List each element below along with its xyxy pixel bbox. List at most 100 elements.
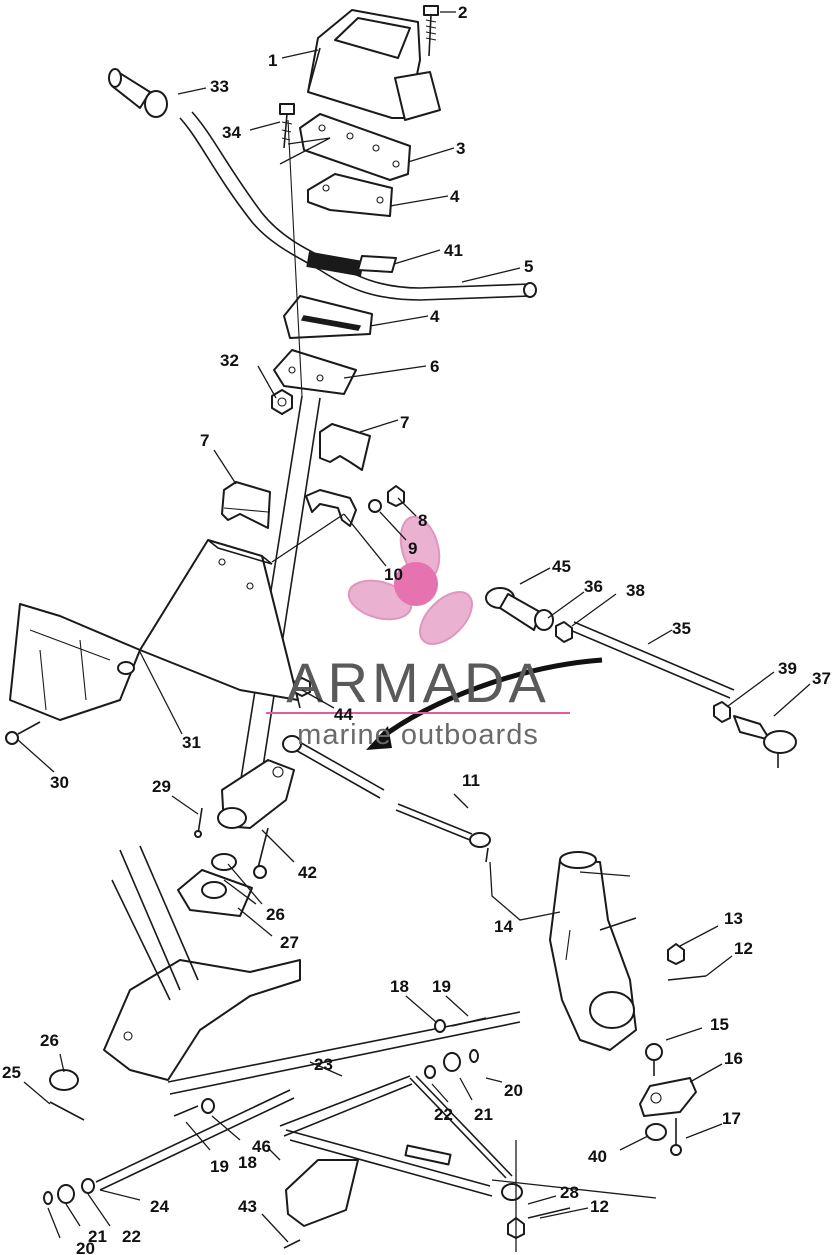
callout-41: 41 xyxy=(444,241,463,260)
callout-1: 1 xyxy=(268,51,277,70)
callout-34: 34 xyxy=(222,123,241,142)
bushing-7-right xyxy=(319,423,371,471)
bracket-10 xyxy=(305,489,357,527)
callout-22-right: 22 xyxy=(434,1105,453,1124)
propeller-icon xyxy=(347,515,473,645)
callout-7-right: 7 xyxy=(400,413,409,432)
callout-19-upper: 19 xyxy=(432,977,451,996)
callout-4-upper: 4 xyxy=(450,187,460,206)
callout-10: 10 xyxy=(384,565,403,584)
callout-17: 17 xyxy=(722,1109,741,1128)
callout-15: 15 xyxy=(710,1015,729,1034)
callout-19-lower: 19 xyxy=(210,1157,229,1176)
callout-20-left: 20 xyxy=(76,1239,95,1255)
screw-2 xyxy=(423,5,439,57)
callout-36: 36 xyxy=(584,577,603,596)
callout-2: 2 xyxy=(458,3,467,22)
frame-base xyxy=(103,845,521,1095)
plate-3 xyxy=(299,113,411,181)
callout-26-center: 26 xyxy=(266,905,285,924)
watermark-divider xyxy=(266,712,570,714)
nut-38 xyxy=(555,621,573,643)
a-arm-23 xyxy=(279,1075,523,1201)
callout-31: 31 xyxy=(182,733,201,752)
callout-21-left: 21 xyxy=(88,1227,107,1246)
column-support xyxy=(139,539,301,709)
callout-23: 23 xyxy=(314,1055,333,1074)
washer-9 xyxy=(368,499,382,513)
callout-45: 45 xyxy=(552,557,571,576)
callout-29: 29 xyxy=(152,777,171,796)
callout-39: 39 xyxy=(778,659,797,678)
handlebar xyxy=(179,111,537,301)
screw-30 xyxy=(5,721,41,745)
column-lower-arm xyxy=(217,759,295,829)
callout-44: 44 xyxy=(334,705,353,724)
bolt-15 xyxy=(645,1043,663,1076)
callout-11: 11 xyxy=(462,771,480,790)
callout-32: 32 xyxy=(220,351,239,370)
watermark-brand: ARMADA xyxy=(286,651,550,714)
shaft-24 xyxy=(95,1089,295,1191)
spindle-14 xyxy=(549,851,637,1051)
callout-3: 3 xyxy=(456,139,465,158)
handlebar-cover xyxy=(307,9,441,121)
callout-43: 43 xyxy=(238,1197,257,1216)
callout-7-left: 7 xyxy=(200,431,209,450)
nut-39 xyxy=(713,701,731,723)
nut-44 xyxy=(293,677,311,697)
callout-5: 5 xyxy=(524,257,533,276)
callout-8: 8 xyxy=(418,511,427,530)
callout-25: 25 xyxy=(2,1063,21,1082)
bushing-7-left xyxy=(221,481,271,529)
bracket-31 xyxy=(9,603,141,721)
callout-18-upper: 18 xyxy=(390,977,409,996)
pin-29 xyxy=(194,807,203,838)
watermark-tagline: marine outboards xyxy=(297,719,539,751)
screw-34 xyxy=(279,103,295,149)
callout-33: 33 xyxy=(210,77,229,96)
label-41 xyxy=(357,255,397,273)
grip-33 xyxy=(108,68,168,118)
callout-12-bottom: 12 xyxy=(590,1197,609,1216)
callout-27: 27 xyxy=(280,933,299,952)
nut-8 xyxy=(387,485,405,507)
callout-16: 16 xyxy=(724,1049,743,1068)
bolt-42 xyxy=(253,827,269,879)
plate-16 xyxy=(639,1077,697,1117)
flange-27 xyxy=(177,869,253,917)
callout-12-right: 12 xyxy=(734,939,753,958)
callout-37: 37 xyxy=(812,669,831,688)
callout-6: 6 xyxy=(430,357,439,376)
bushing-40 xyxy=(645,1123,667,1141)
callout-13: 13 xyxy=(724,909,743,928)
callout-21-right: 21 xyxy=(474,1105,493,1124)
callout-14: 14 xyxy=(494,917,513,936)
watermark: ARMADA marine outboards xyxy=(266,515,570,751)
callout-28: 28 xyxy=(560,1183,579,1202)
callout-9: 9 xyxy=(408,539,417,558)
plate-6 xyxy=(273,349,357,395)
callout-38: 38 xyxy=(626,581,645,600)
callout-30: 30 xyxy=(50,773,69,792)
drag-link-35 xyxy=(569,621,735,699)
tie-rod-11 xyxy=(282,735,491,863)
callout-46: 46 xyxy=(252,1137,271,1156)
rod-end-37 xyxy=(733,715,797,768)
callout-22-left: 22 xyxy=(122,1227,141,1246)
callout-26-left: 26 xyxy=(40,1031,59,1050)
callout-20-right: 20 xyxy=(504,1081,523,1100)
direction-arrow xyxy=(366,657,603,750)
nut-32 xyxy=(271,389,293,415)
nut-13 xyxy=(667,943,685,965)
callout-18-lower: 18 xyxy=(238,1153,257,1172)
clamp-4-upper xyxy=(307,173,393,217)
callout-42: 42 xyxy=(298,863,317,882)
bolt-17 xyxy=(670,1118,682,1156)
skid-46 xyxy=(285,1159,359,1227)
cotter-12-right xyxy=(667,975,707,981)
callout-35: 35 xyxy=(672,619,691,638)
callout-40: 40 xyxy=(588,1147,607,1166)
